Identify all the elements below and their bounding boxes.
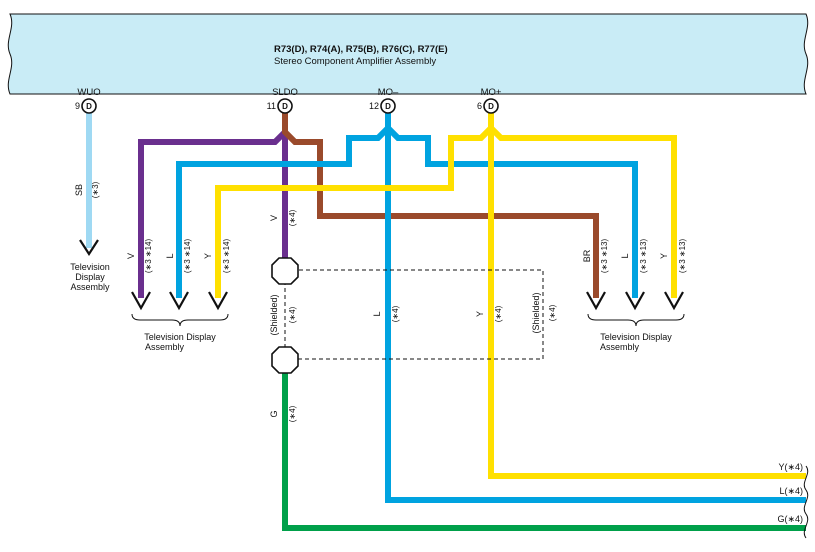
pin-number-mo-minus: 12: [369, 101, 379, 111]
arrow-right-l: [625, 291, 645, 311]
terminal-type-wuo: D: [86, 102, 92, 111]
arrow-left-v: [131, 291, 151, 311]
pin-number-wuo: 9: [75, 101, 80, 111]
label-left-y-note: (∗3 ∗14): [222, 239, 231, 274]
label-right-y-note: (∗3 ∗13): [678, 239, 687, 274]
amplifier-assembly-box: [7, 13, 809, 95]
wire-v-left: [138, 112, 288, 298]
junction-top: [271, 257, 299, 285]
label-mid-l-note: (∗4): [391, 305, 400, 322]
terminal-name-mo-plus: MO+: [481, 87, 502, 98]
wire-y-down: [488, 112, 806, 479]
label-out-y: Y(∗4): [778, 462, 803, 472]
label-shielded-right: (Shielded): [531, 292, 541, 333]
terminal-wuo: [81, 98, 97, 114]
arrow-left-l: [169, 291, 189, 311]
label-sldo-v: V: [269, 215, 279, 221]
terminal-name-mo-minus: MO–: [378, 87, 399, 98]
label-left-y: Y: [203, 253, 213, 259]
label-sb: SB: [74, 184, 84, 196]
tv-asm-left-line1: Television Display: [144, 332, 216, 342]
label-right-y: Y: [659, 253, 669, 259]
terminal-name-sldo: SLDO: [272, 87, 298, 98]
label-mid-y: Y: [475, 311, 485, 317]
tv-asm-left-line2: Assembly: [145, 342, 185, 352]
terminal-type-sldo: D: [282, 102, 288, 111]
tv-label-line1: Television: [70, 262, 110, 272]
label-left-v-note: (∗3 ∗14): [144, 239, 153, 274]
label-mid-y-note: (∗4): [494, 305, 503, 322]
label-out-g: G(∗4): [777, 514, 803, 524]
terminal-sldo: [277, 98, 293, 114]
torn-edge-wires: [803, 465, 809, 539]
tv-asm-right-line2: Assembly: [600, 342, 640, 352]
label-ground-g-note: (∗4): [288, 405, 297, 422]
tv-label-line3: Assembly: [70, 282, 110, 292]
label-right-br-note: (∗3 ∗13): [600, 239, 609, 274]
label-right-br: BR: [582, 249, 592, 262]
junction-bottom: [271, 346, 299, 374]
label-sldo-v-note: (∗4): [288, 209, 297, 226]
terminal-type-mo-plus: D: [488, 102, 494, 111]
label-shielded-right-note: (∗4): [548, 304, 557, 321]
label-mid-l: L: [372, 311, 382, 316]
label-sb-note: (∗3): [91, 181, 100, 198]
wire-g: [282, 370, 806, 531]
brace-right: [587, 313, 685, 327]
component-subtitle: Stereo Component Amplifier Assembly: [274, 56, 436, 67]
label-out-l: L(∗4): [779, 486, 803, 496]
label-shielded-left: (Shielded): [269, 294, 279, 335]
wire-br: [282, 112, 599, 298]
tv-asm-right-line1: Television Display: [600, 332, 672, 342]
label-shielded-left-note: (∗4): [288, 306, 297, 323]
tv-label-line2: Display: [75, 272, 105, 282]
component-title: R73(D), R74(A), R75(B), R76(C), R77(E): [274, 44, 448, 55]
arrow-sb: [79, 239, 99, 257]
label-left-l-note: (∗3 ∗14): [183, 239, 192, 274]
label-right-l: L: [620, 253, 630, 258]
label-left-v: V: [126, 253, 136, 259]
pin-number-mo-plus: 6: [477, 101, 482, 111]
arrow-left-y: [208, 291, 228, 311]
wire-l-down: [385, 112, 806, 503]
arrow-right-y: [664, 291, 684, 311]
shielded-box: [284, 269, 544, 360]
terminals: [81, 98, 499, 114]
terminal-type-mo-minus: D: [385, 102, 391, 111]
terminal-name-wuo: WUO: [77, 87, 100, 98]
label-ground-g: G: [269, 410, 279, 417]
terminal-mo-plus: [483, 98, 499, 114]
pin-number-sldo: 11: [267, 101, 276, 111]
label-right-l-note: (∗3 ∗13): [639, 239, 648, 274]
brace-left: [131, 313, 229, 327]
label-left-l: L: [165, 253, 175, 258]
arrow-right-br: [586, 291, 606, 311]
terminal-mo-minus: [380, 98, 396, 114]
